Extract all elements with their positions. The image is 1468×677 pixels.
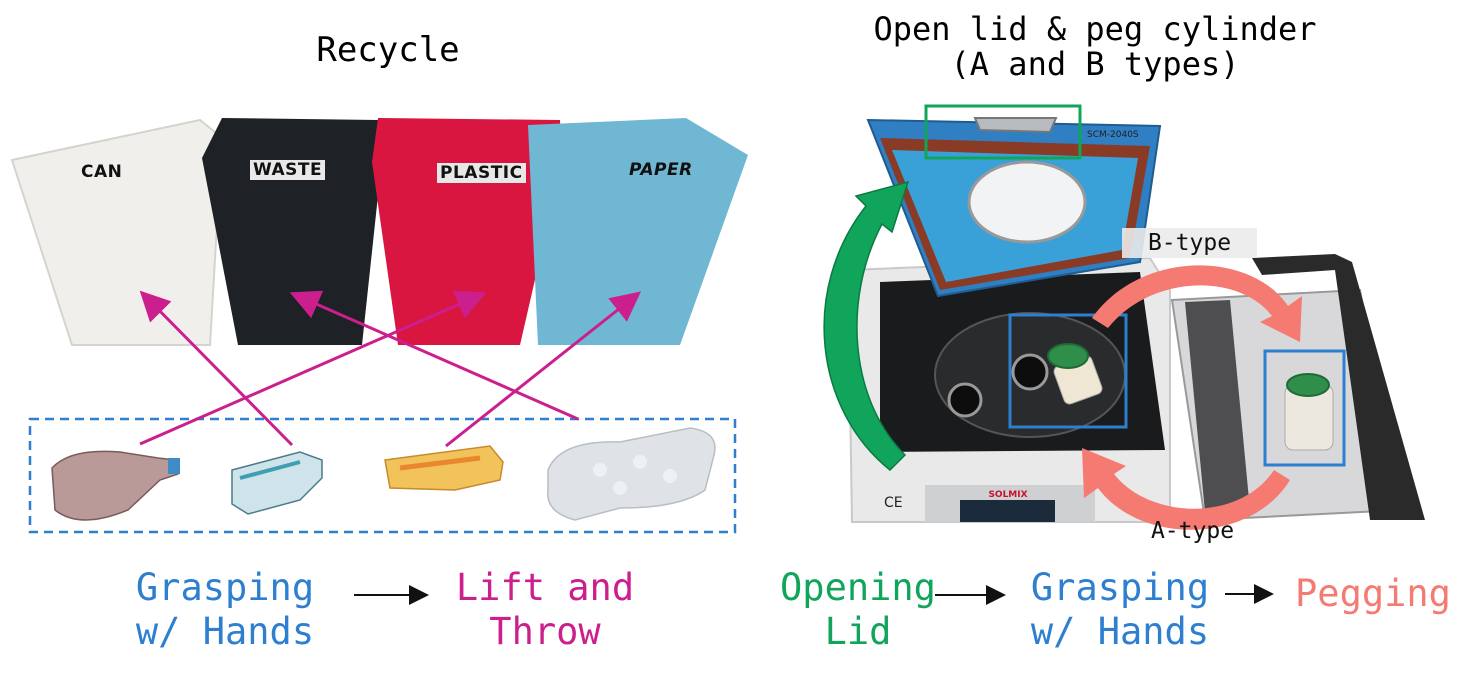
bin-paper bbox=[528, 118, 748, 345]
plastic-wrapper-item bbox=[384, 445, 504, 491]
throw-arrows bbox=[139, 290, 642, 448]
b-type-label: B-type bbox=[1122, 228, 1257, 258]
flow-lift-throw: Lift and Throw bbox=[455, 566, 635, 654]
crushed-can-item bbox=[231, 451, 323, 515]
rack-cylinder-box bbox=[1263, 349, 1346, 467]
rack-rails bbox=[1185, 300, 1250, 512]
bin-label-plastic: PLASTIC bbox=[437, 163, 526, 183]
bin-label-paper: PAPER bbox=[629, 160, 693, 180]
flow-opening-lid: Opening Lid bbox=[780, 566, 936, 654]
lid-title: Open lid & peg cylinder (A and B types) bbox=[873, 10, 1317, 84]
rotor-slot-1 bbox=[1011, 353, 1049, 391]
cylinder-in-rotor bbox=[1047, 343, 1103, 405]
display-screen bbox=[960, 500, 1055, 522]
rotor-slot-2 bbox=[947, 382, 983, 418]
open-lid-arrow bbox=[823, 180, 910, 472]
recycle-title: Recycle bbox=[316, 30, 460, 70]
bin-label-can: CAN bbox=[81, 162, 123, 182]
bin-can bbox=[10, 118, 224, 346]
flow-grasping-right: Grasping w/ Hands bbox=[1030, 566, 1210, 654]
model-label: SCM-2040S bbox=[1087, 130, 1139, 140]
flow-pegging: Pegging bbox=[1295, 572, 1451, 615]
lid-window bbox=[967, 160, 1087, 244]
brand-label: SOLMIX bbox=[988, 490, 1027, 500]
bin-label-waste: WASTE bbox=[250, 160, 326, 180]
lid-handle bbox=[973, 117, 1058, 134]
crushed-bottle-item bbox=[51, 450, 180, 521]
a-type-arrow bbox=[1082, 448, 1290, 530]
ce-mark: CE bbox=[884, 495, 903, 511]
flow-grasping-left: Grasping w/ Hands bbox=[135, 566, 315, 654]
handle-highlight-box bbox=[924, 104, 1082, 160]
b-type-arrow bbox=[1092, 265, 1302, 342]
bin-waste bbox=[202, 118, 382, 345]
cylinder-in-rack bbox=[1284, 373, 1334, 451]
rotor-cylinder-box bbox=[1008, 313, 1128, 429]
a-type-label: A-type bbox=[1150, 518, 1235, 544]
bubble-wrap-item bbox=[547, 427, 716, 521]
items-dashed-box bbox=[28, 417, 737, 534]
rack-frame bbox=[1252, 254, 1425, 520]
